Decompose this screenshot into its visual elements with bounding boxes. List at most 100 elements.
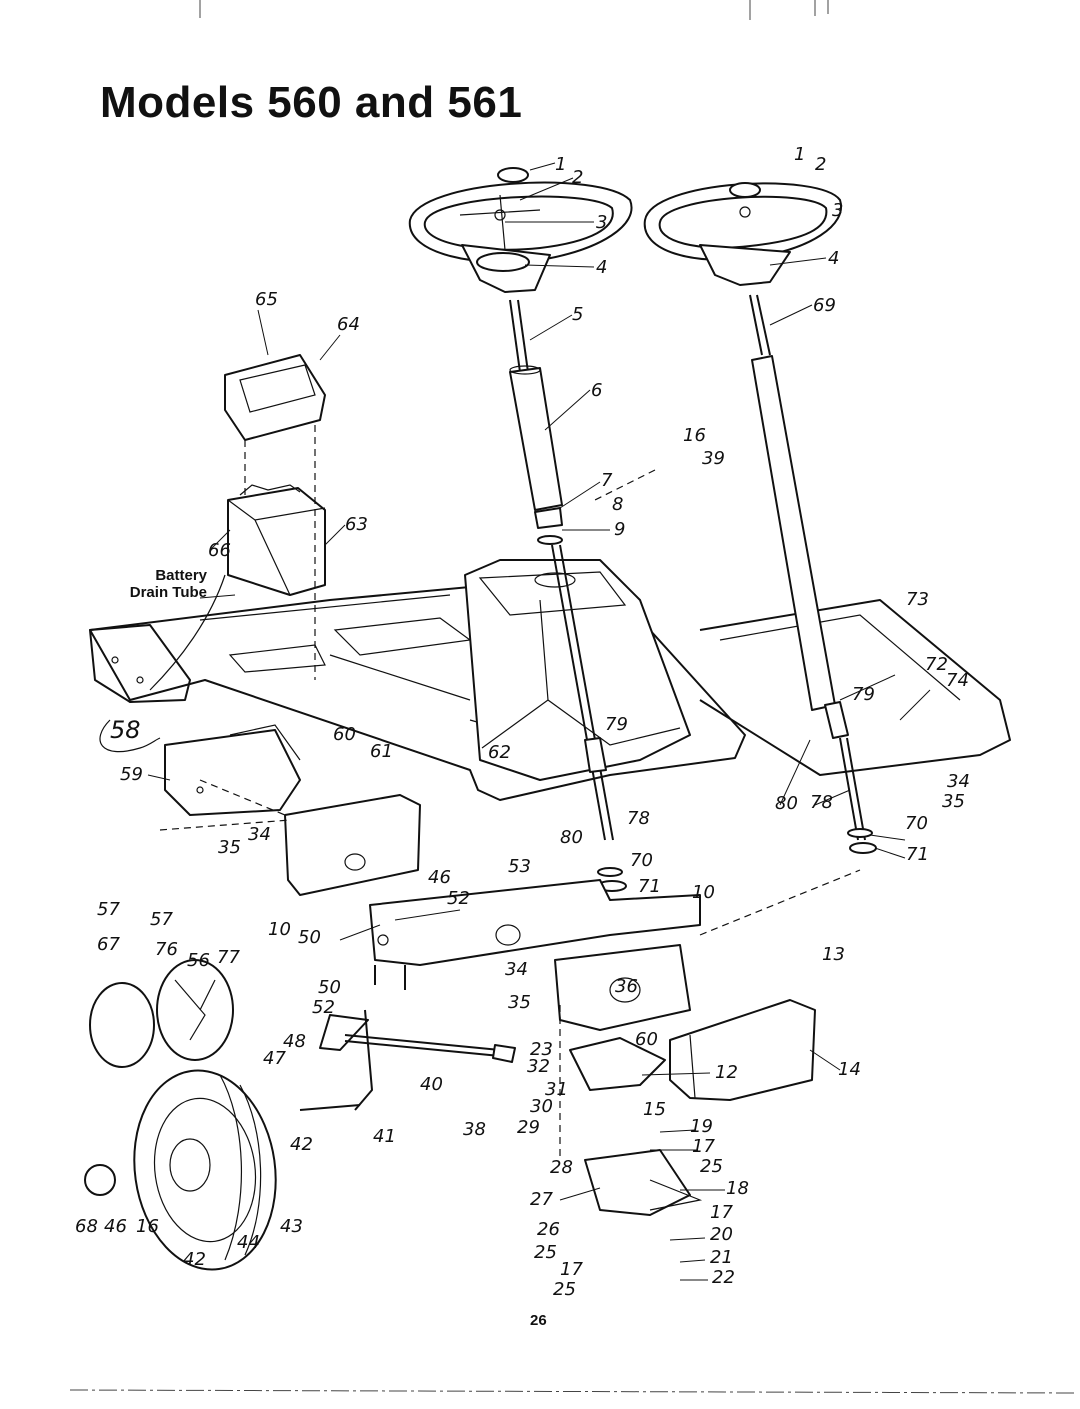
page-title: Models 560 and 561 [100,78,523,127]
callout-26: 26 [537,1219,560,1240]
callout-15: 15 [643,1099,666,1120]
callout-79: 79 [605,714,628,735]
callout-42b: 42 [183,1249,206,1270]
right-shield [669,999,816,1101]
callout-19: 19 [690,1116,713,1137]
callout-35: 35 [218,837,241,858]
steering-wheel-right [643,182,843,286]
callout-9: 9 [614,519,625,540]
callout-57: 57 [97,899,120,920]
callout-30: 30 [530,1096,553,1117]
front-axle [369,879,701,990]
callout-23: 23 [530,1039,553,1060]
callout-47: 47 [263,1048,286,1069]
bracket-assembly [554,944,703,1216]
callout-13: 13 [822,944,845,965]
callout-28: 28 [550,1157,573,1178]
callout-50b: 50 [318,977,341,998]
callout-32: 32 [527,1056,550,1077]
callout-56: 56 [187,950,210,971]
reference-lines [159,469,861,1160]
battery-label-line2: Drain Tube [129,584,207,601]
callout-25c: 25 [553,1279,576,1300]
callout-72: 72 [925,654,948,675]
callout-70b: 70 [905,813,928,834]
callout-60: 60 [333,724,356,745]
callout-40: 40 [420,1074,443,1095]
callout-43: 43 [280,1216,303,1237]
callout-41: 41 [373,1126,396,1147]
callout-38: 38 [463,1119,486,1140]
callout-39: 39 [702,448,725,469]
battery-assembly [99,354,326,753]
callout-17c: 17 [560,1259,583,1280]
callout-80: 80 [560,827,583,848]
callout-67: 67 [97,934,120,955]
callout-65: 65 [255,289,278,310]
callout-34b: 34 [947,771,970,792]
callout-58: 58 [110,716,141,744]
callout-73: 73 [906,589,929,610]
callout-17: 17 [692,1136,715,1157]
callout-31: 31 [545,1079,568,1100]
callout-57b: 57 [150,909,173,930]
callout-34: 34 [248,824,271,845]
callout-3: 3 [596,212,607,233]
callout-16b: 16 [136,1216,159,1237]
callout-1b: 1 [794,144,805,165]
callout-70: 70 [630,850,653,871]
callout-71b: 71 [906,844,929,865]
callout-17b: 17 [710,1202,733,1223]
callout-76: 76 [155,939,178,960]
callout-74: 74 [946,670,969,691]
callout-35c: 35 [508,992,531,1013]
callout-69: 69 [813,295,836,316]
callout-52: 52 [447,888,470,909]
callout-16: 16 [683,425,706,446]
center-shield [284,794,421,896]
callout-50: 50 [298,927,321,948]
callout-7: 7 [601,470,613,491]
callout-5: 5 [572,304,583,325]
callout-59: 59 [120,764,143,785]
callout-68: 68 [75,1216,98,1237]
callout-4b: 4 [828,248,839,269]
battery-label-line1: Battery [155,567,207,584]
callout-6: 6 [591,380,602,401]
callout-22: 22 [712,1267,735,1288]
steering-console [464,559,691,781]
callout-77: 77 [217,947,240,968]
callout-80b: 80 [775,793,798,814]
callout-42: 42 [290,1134,313,1155]
callout-63: 63 [345,514,368,535]
callout-2b: 2 [815,154,826,175]
callout-60b: 60 [635,1029,658,1050]
callout-35b: 35 [942,791,965,812]
callout-25b: 25 [534,1242,557,1263]
callout-36: 36 [615,976,638,997]
left-shield [164,724,301,816]
callout-1: 1 [555,154,566,175]
battery-label: Battery Drain Tube [95,567,207,601]
scan-marks [69,0,1076,1394]
callout-62: 62 [488,742,511,763]
callout-25: 25 [700,1156,723,1177]
callout-2: 2 [572,167,583,188]
callout-12: 12 [715,1062,738,1083]
callout-8: 8 [612,494,623,515]
steering-wheel-left [408,167,633,293]
tie-rod-assembly [299,1009,516,1111]
callout-44: 44 [237,1232,260,1253]
callout-3b: 3 [832,200,843,221]
callout-29: 29 [517,1117,540,1138]
callout-labels: 1 2 3 4 1 2 3 4 5 6 7 8 9 16 39 65 64 66… [75,144,970,1300]
callout-34c: 34 [505,959,528,980]
callout-27: 27 [530,1189,553,1210]
steering-shaft-right [749,294,877,854]
leader-lines [147,162,931,1281]
callout-78: 78 [627,808,650,829]
callout-52b: 52 [312,997,335,1018]
callout-21: 21 [710,1247,733,1268]
callout-14: 14 [838,1059,861,1080]
